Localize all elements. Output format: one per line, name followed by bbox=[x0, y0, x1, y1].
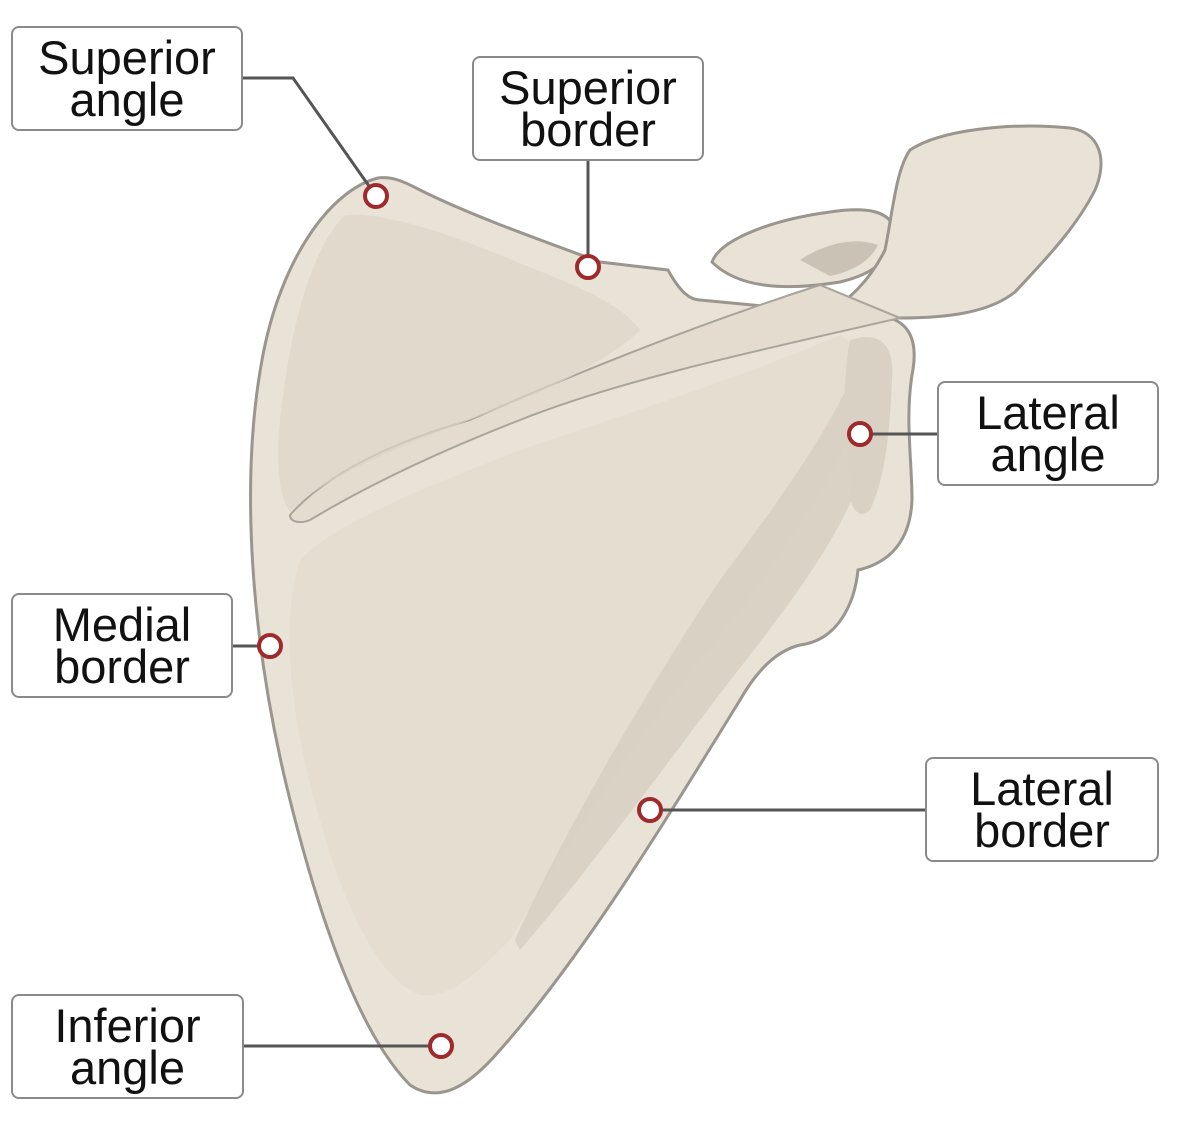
marker-lateral-border bbox=[637, 797, 663, 823]
label-line: Superior bbox=[38, 30, 216, 84]
label-line: angle bbox=[70, 1040, 185, 1094]
lateral-ridge-shadow bbox=[515, 360, 871, 950]
marker-superior-border bbox=[575, 254, 601, 280]
infraspinous-fossa bbox=[289, 335, 864, 996]
marker-medial-border bbox=[257, 633, 283, 659]
label-lateral-border: Lateral border bbox=[925, 757, 1159, 862]
coracoid-shadow bbox=[800, 241, 878, 276]
label-line: Inferior bbox=[54, 998, 201, 1052]
label-inferior-angle: Inferior angle bbox=[11, 994, 244, 1099]
label-lateral-angle: Lateral angle bbox=[937, 381, 1159, 486]
label-medial-border: Medial border bbox=[11, 593, 233, 698]
leader-lines bbox=[233, 76, 937, 1048]
marker-inferior-angle bbox=[428, 1033, 454, 1059]
label-line: Superior bbox=[499, 60, 677, 114]
markers bbox=[257, 183, 873, 1059]
acromion bbox=[814, 124, 1103, 320]
supraspinous-fossa bbox=[278, 214, 640, 512]
label-superior-angle: Superior angle bbox=[11, 26, 243, 131]
label-line: angle bbox=[990, 427, 1106, 481]
label-line: Lateral bbox=[970, 761, 1114, 815]
label-line: border bbox=[520, 102, 656, 156]
marker-lateral-angle bbox=[847, 421, 873, 447]
label-line: Medial bbox=[52, 597, 192, 651]
label-line: border bbox=[974, 803, 1110, 857]
marker-superior-angle bbox=[363, 183, 389, 209]
label-superior-border: Superior border bbox=[472, 56, 704, 161]
label-line: Lateral bbox=[976, 385, 1120, 439]
label-line: border bbox=[54, 639, 190, 693]
label-line: angle bbox=[69, 72, 185, 126]
scapula-bone bbox=[249, 124, 1103, 1095]
leader-line-superior-angle bbox=[243, 76, 378, 197]
